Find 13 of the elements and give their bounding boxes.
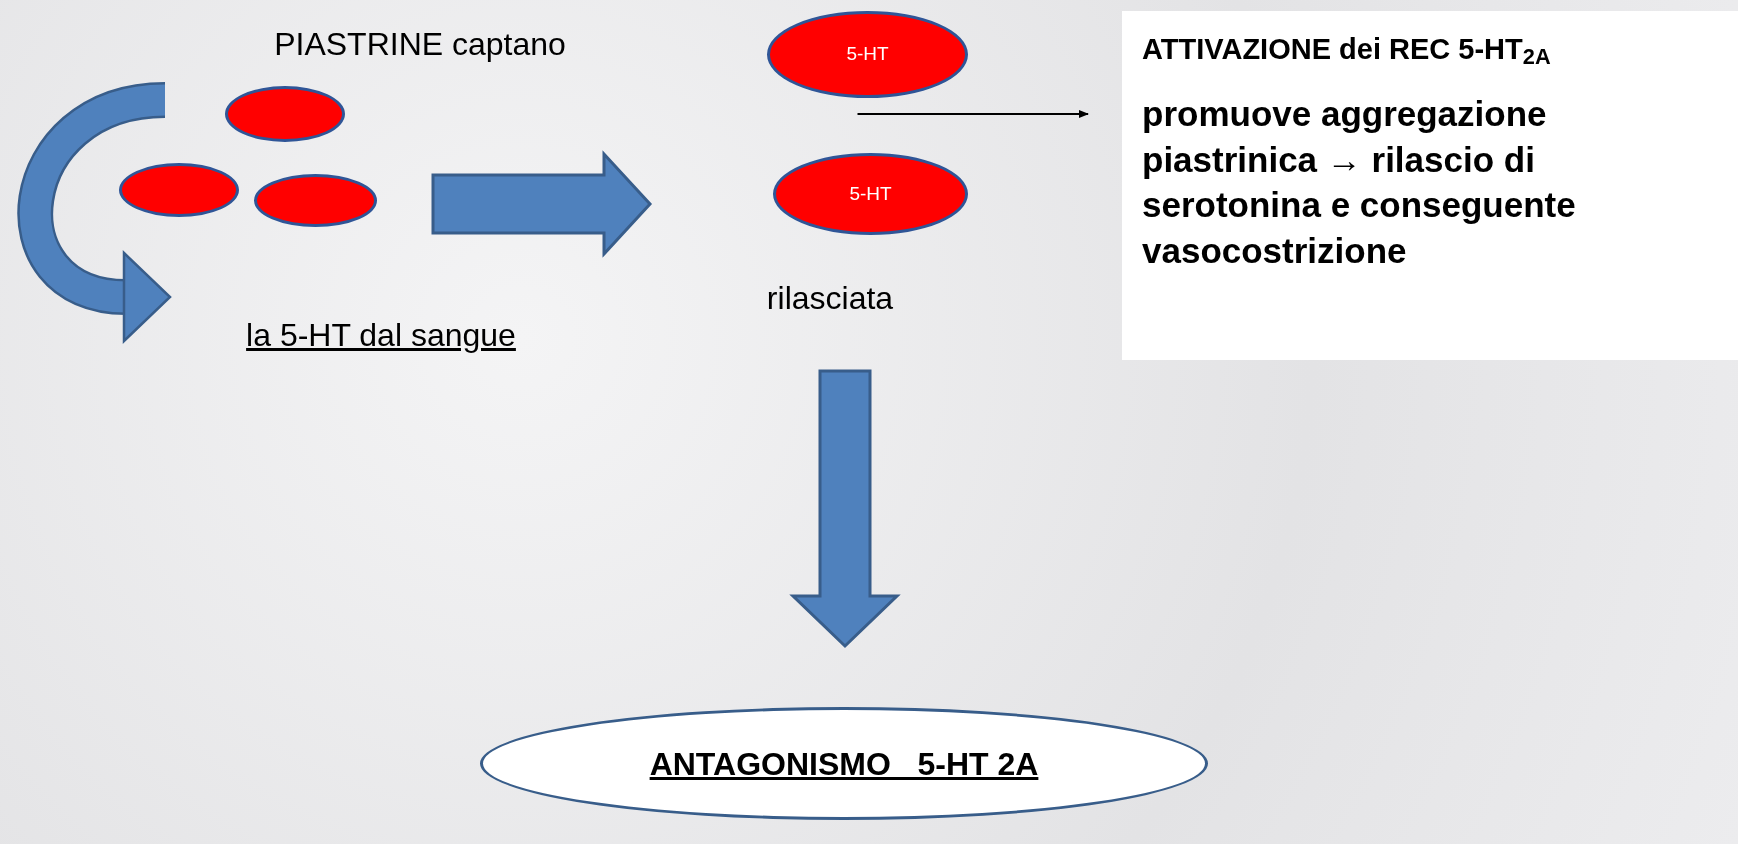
ellipse-label: ANTAGONISMO 5-HT 2A [649, 744, 1039, 784]
label-text: rilasciata [730, 273, 930, 323]
panel-text: promuove aggregazione piastrinica → rilascio di serotonina e conseguente vasocostrizione [1142, 93, 1577, 272]
ellipse-label: 5-HT [846, 42, 889, 67]
arrow [856, 110, 1089, 118]
block-arrow [789, 369, 901, 649]
curved-arrow [17, 82, 172, 344]
panel-heading: ATTIVAZIONE dei REC 5-HT$_{2A}$ [1142, 32, 1552, 68]
text-panel [1122, 11, 1738, 360]
label-text: PIASTRINE captano [225, 20, 615, 68]
label-text: la 5-HT dal sangue [196, 310, 566, 360]
ellipse-label: 5-HT [849, 181, 892, 206]
block-arrow [431, 150, 653, 258]
